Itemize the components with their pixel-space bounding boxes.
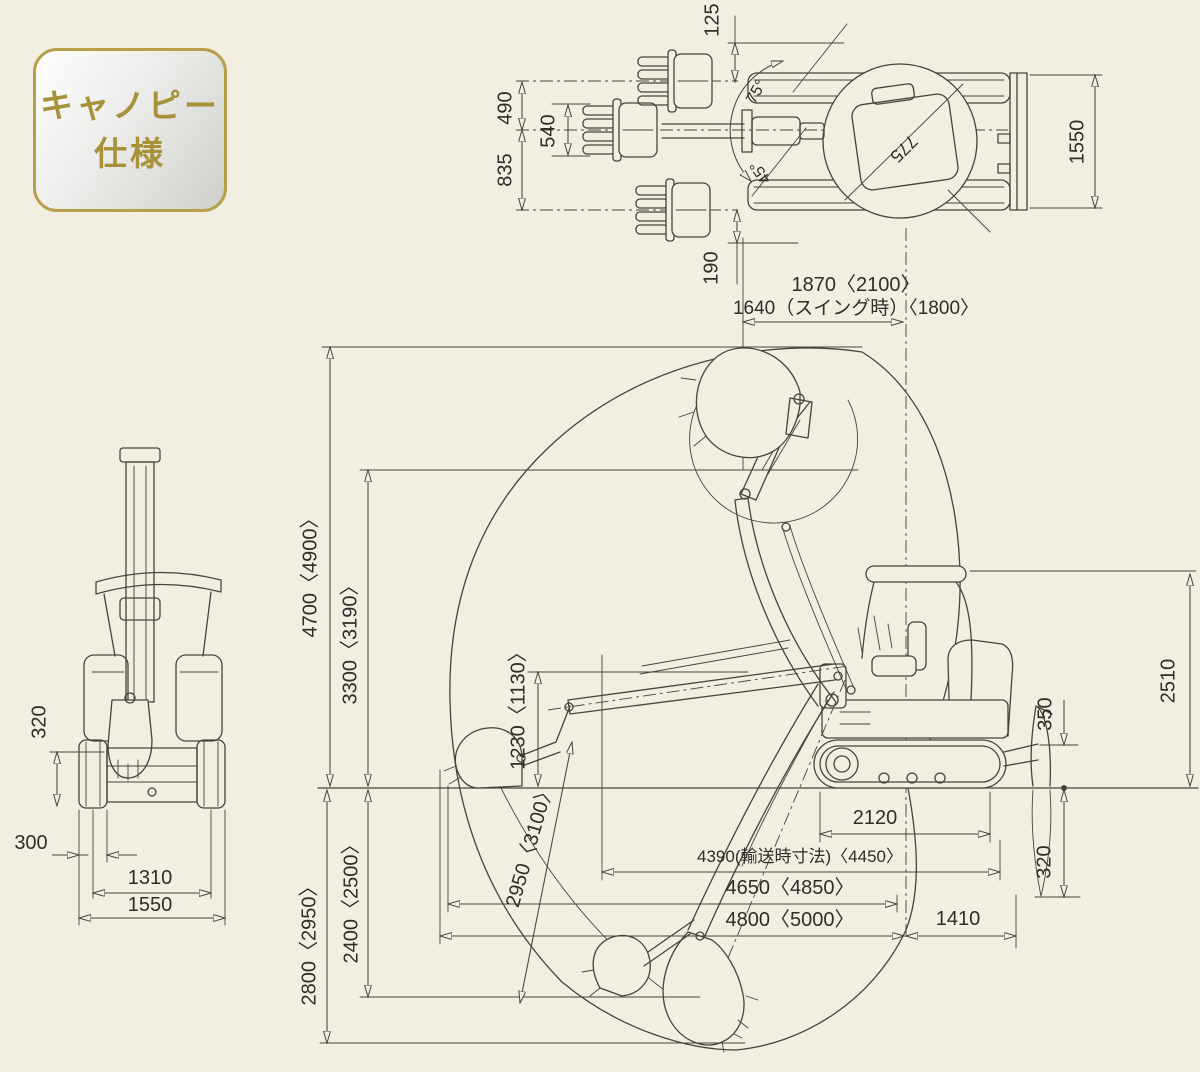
dim-125: 125 xyxy=(701,3,723,36)
canopy-spec-badge: キャノピー 仕様 xyxy=(33,48,227,212)
side-view-dimensions: 4700〈4900〉 3300〈3190〉 1230〈1130〉 2950〈31… xyxy=(298,347,1197,1043)
bucket-arc-inner xyxy=(689,391,859,524)
canopy-roof xyxy=(865,565,967,583)
dim-2510: 2510 xyxy=(1157,659,1179,704)
dim-1550-top: 1550 xyxy=(1066,120,1088,165)
dim-835: 835 xyxy=(494,153,516,186)
dim-190: 190 xyxy=(700,251,722,284)
dim-1230: 1230〈1130〉 xyxy=(507,642,529,770)
dim-1410: 1410 xyxy=(936,908,981,930)
dim-2120: 2120 xyxy=(853,807,898,829)
top-view-body xyxy=(822,63,991,233)
bucket-raised xyxy=(695,347,801,459)
dim-300: 300 xyxy=(14,832,47,854)
dim-2400: 2400〈2500〉 xyxy=(340,835,362,964)
badge-line2: 仕様 xyxy=(94,135,166,172)
front-view: 320 300 1310 1550 xyxy=(14,447,226,926)
arm-horizontal-position xyxy=(443,639,849,789)
dim-1550-front: 1550 xyxy=(128,894,173,916)
swing-arc xyxy=(729,23,848,197)
front-view-machine xyxy=(78,447,226,809)
tail-radius-line xyxy=(844,83,964,201)
dim-540: 540 xyxy=(537,114,559,147)
arm-digging-position xyxy=(662,679,846,1053)
canopy-post xyxy=(955,581,973,701)
frame xyxy=(821,699,1009,739)
badge-line1: キャノピー xyxy=(40,87,220,125)
dim-350: 350 xyxy=(1034,697,1056,730)
dim-4390: 4390(輸送時寸法)〈4450〉 xyxy=(697,847,903,866)
front-view-dimensions: 320 300 1310 1550 xyxy=(14,705,225,926)
blade-arm xyxy=(1003,743,1039,767)
dim-4800: 4800〈5000〉 xyxy=(726,909,855,931)
leader-line xyxy=(947,189,991,233)
bucket-ground xyxy=(454,727,523,789)
side-track xyxy=(813,739,1007,789)
front-canopy-roof xyxy=(95,571,222,595)
dim-1310: 1310 xyxy=(128,867,173,889)
seat xyxy=(871,655,917,677)
dim-320-front: 320 xyxy=(28,705,50,738)
dim-490: 490 xyxy=(494,91,516,124)
overall-width-line1: 1870〈2100〉 xyxy=(792,274,921,296)
dim-4650: 4650〈4850〉 xyxy=(726,877,855,899)
side-view: 4700〈4900〉 3300〈3190〉 1230〈1130〉 2950〈31… xyxy=(298,347,1199,1053)
overall-width-line2: 1640（スイング時）〈1800〉 xyxy=(733,297,979,319)
dim-2800: 2800〈2950〉 xyxy=(298,877,320,1006)
blade-raised xyxy=(1030,705,1053,787)
dim-4700: 4700〈4900〉 xyxy=(299,509,321,638)
top-view: 125 490 540 835 190 75° 45° 775 1550 xyxy=(494,3,1103,940)
boom-raised-position xyxy=(678,347,856,707)
blade-lowered xyxy=(1031,789,1052,897)
top-view-blade xyxy=(997,72,1028,211)
top-view-boom xyxy=(661,109,825,153)
side-view-machine xyxy=(813,565,1053,897)
dim-3300: 3300〈3190〉 xyxy=(339,576,361,705)
dim-320-side: 320 xyxy=(1033,845,1055,878)
dim-2950: 2950〈3100〉 xyxy=(502,780,559,910)
